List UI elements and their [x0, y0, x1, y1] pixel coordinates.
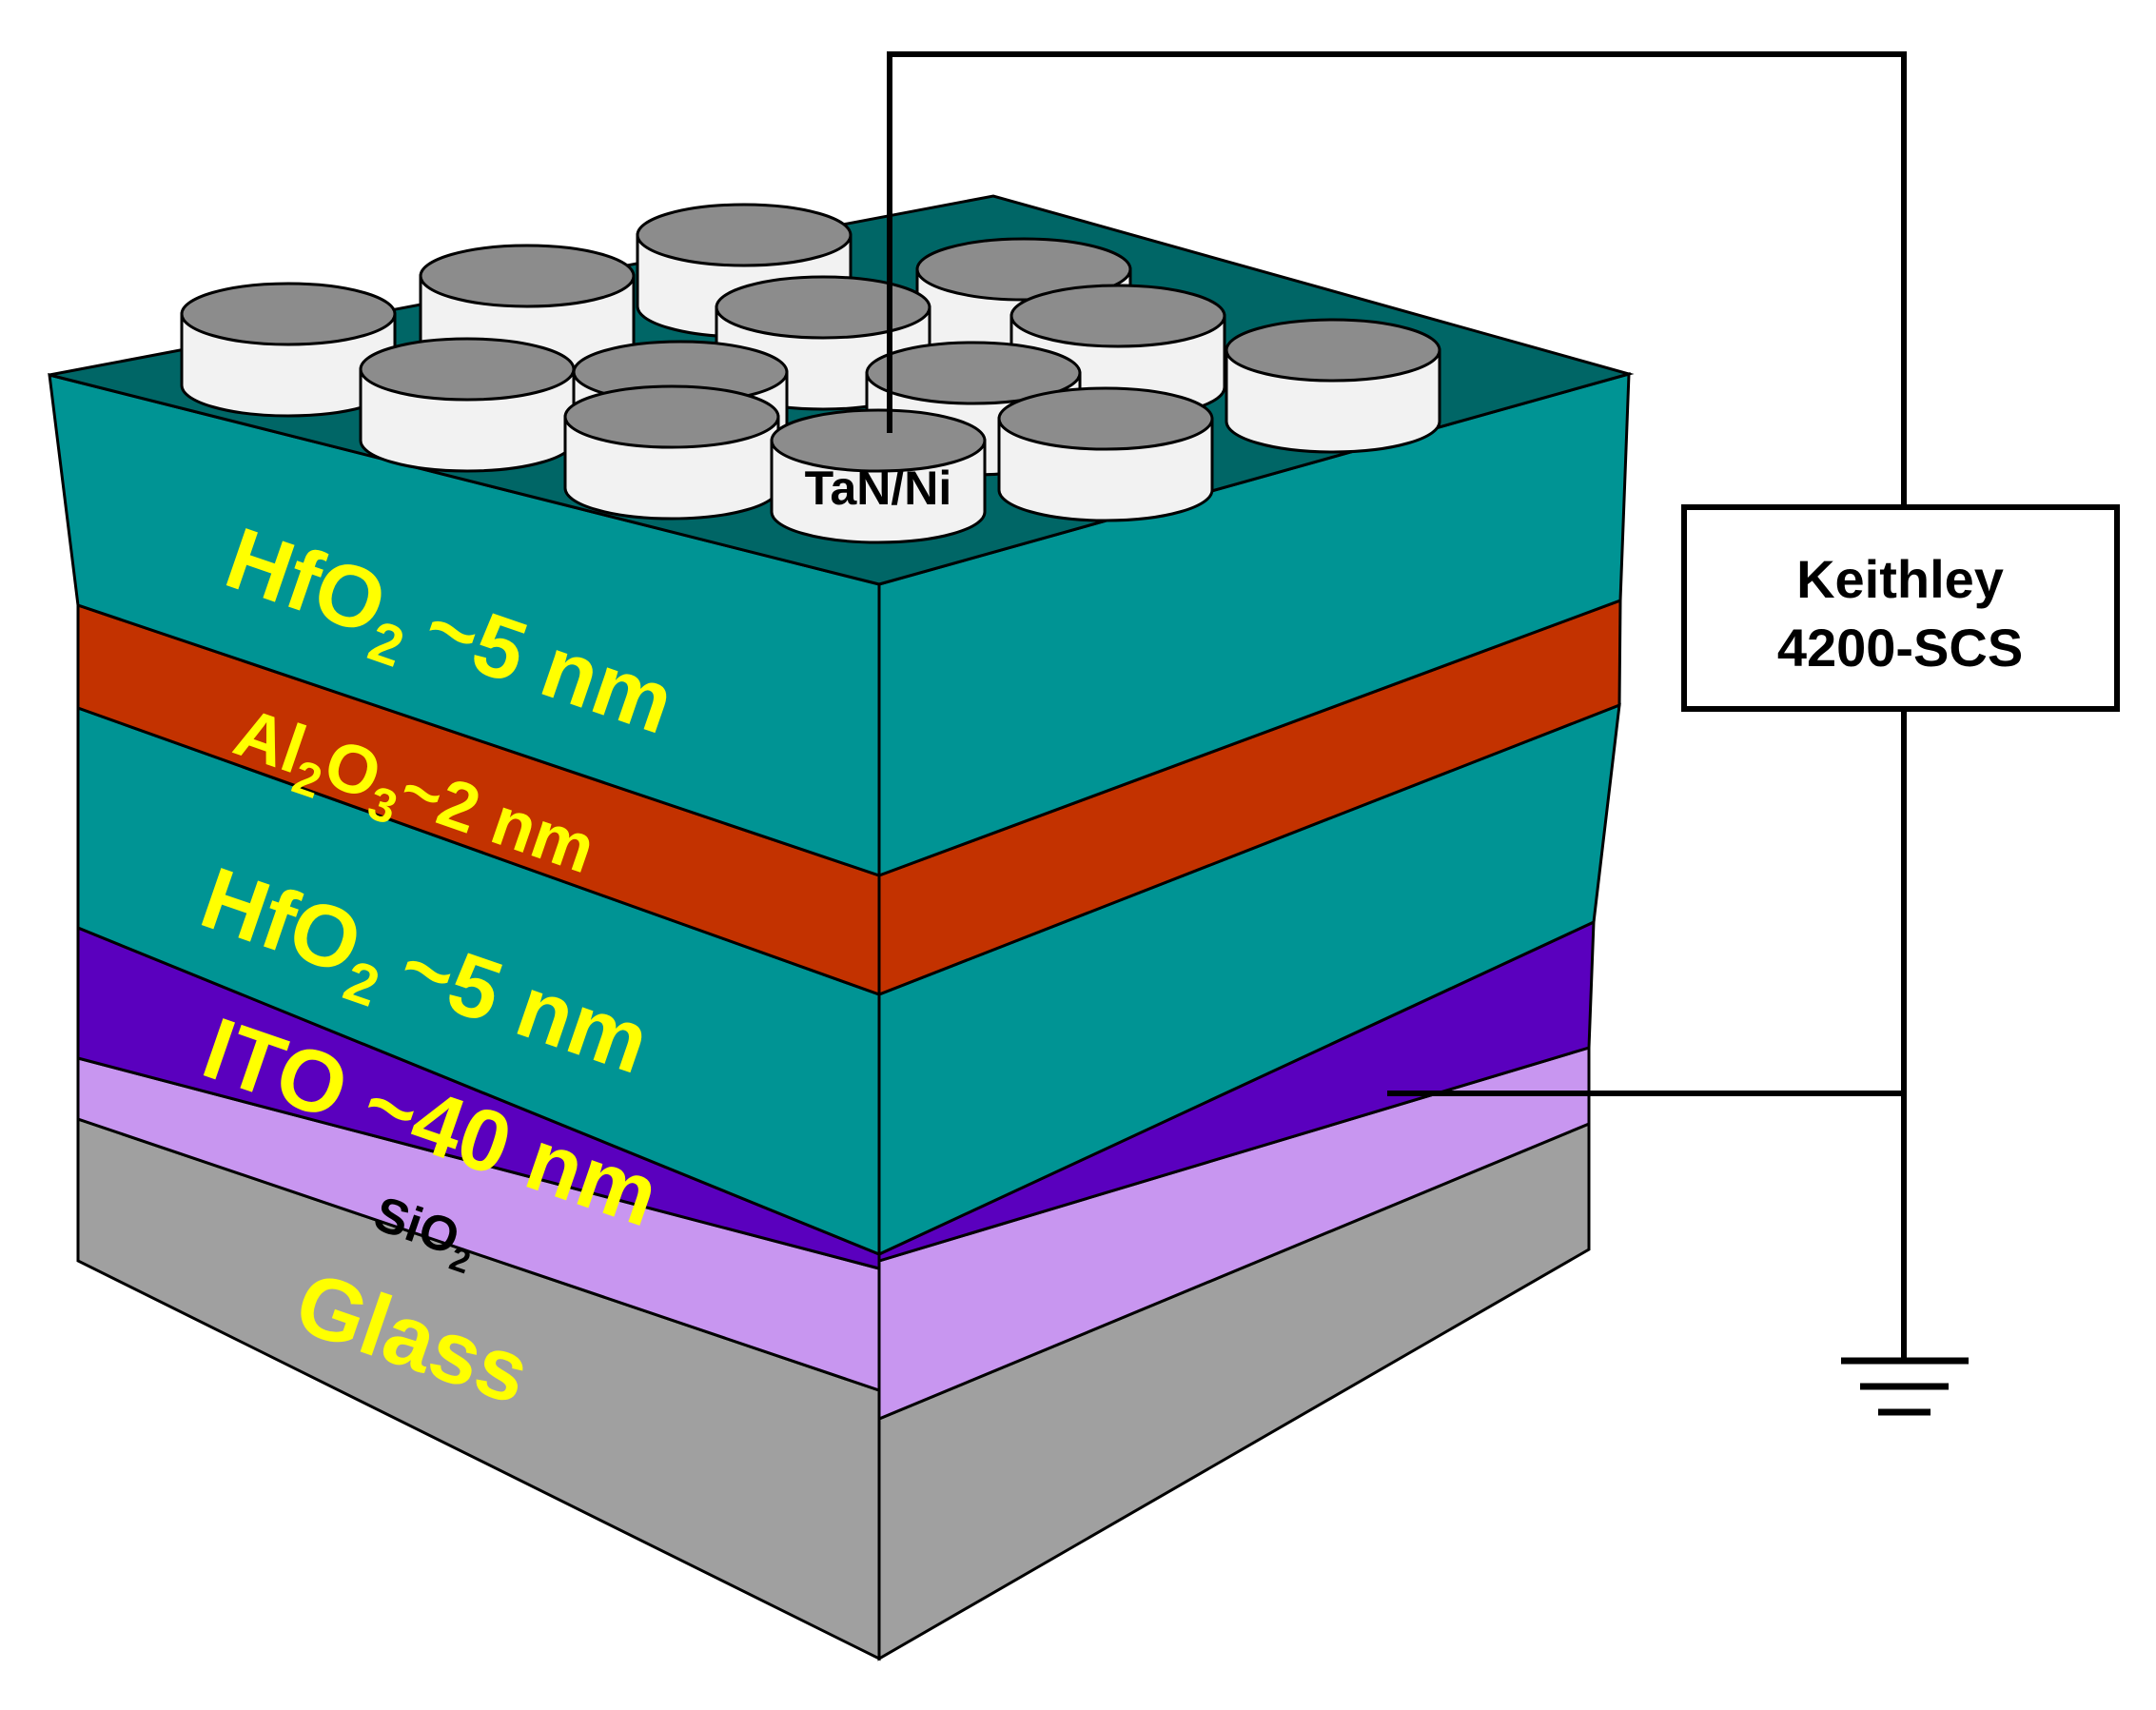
top-probe-wire [887, 51, 1907, 507]
electrode-top [1009, 284, 1226, 348]
ground-symbol-icon [1841, 1357, 1969, 1416]
electrode-pad [1225, 318, 1441, 454]
electrode-pad [180, 282, 397, 418]
electrode-pad: TaN/Ni [770, 408, 987, 544]
electrode-top [865, 341, 1082, 405]
electrode-pad [997, 386, 1214, 522]
electrode-array: TaN/Ni [180, 203, 1441, 544]
electrode-pad [359, 337, 576, 473]
electrode-top [915, 237, 1132, 302]
electrode-top [636, 203, 853, 267]
keithley-label-line1: Keithley [1796, 549, 2004, 609]
electrode-pad [563, 384, 780, 521]
electrode-top [563, 384, 780, 449]
electrode-label: TaN/Ni [805, 462, 952, 515]
electrode-top [359, 337, 576, 402]
electrode-top [419, 244, 636, 308]
electrode-top [1225, 318, 1441, 383]
wiring [887, 51, 1907, 1361]
electrode-top [180, 282, 397, 346]
electrode-top [715, 275, 931, 340]
electrode-top [770, 408, 987, 473]
keithley-box [1681, 504, 2120, 712]
keithley-label-line2: 4200-SCS [1777, 618, 2023, 678]
electrode-top [997, 386, 1214, 451]
